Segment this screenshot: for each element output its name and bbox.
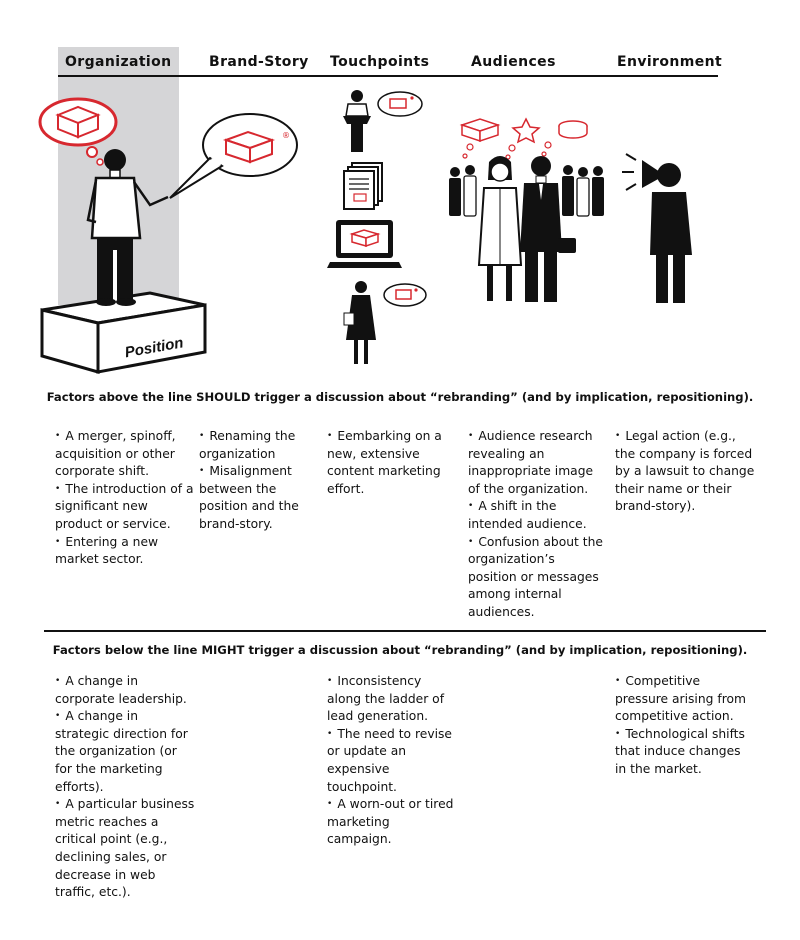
- factor-text: The introduction of a significant new pr…: [55, 481, 194, 531]
- factor-item: •Competitive pressure arising from compe…: [615, 673, 755, 726]
- factor-text: The need to revise or update an expensiv…: [327, 726, 453, 794]
- factor-text: Renaming the organization: [199, 429, 296, 461]
- below-line-statement: Factors below the line MIGHT trigger a d…: [52, 643, 748, 657]
- bullet-icon: •: [327, 431, 333, 441]
- bullet-icon: •: [55, 711, 61, 722]
- header-brand-story: Brand-Story: [209, 54, 309, 70]
- header-environment: Environment: [617, 54, 723, 70]
- above-organization-factors: •A merger, spinoff, acquisition or other…: [55, 428, 195, 569]
- factor-item: •The introduction of a significant new p…: [55, 481, 195, 534]
- bullet-icon: •: [327, 799, 333, 810]
- bullet-icon: •: [55, 431, 61, 441]
- salesperson-icon: [343, 281, 427, 364]
- dividing-line: [44, 630, 766, 632]
- factor-text: A worn-out or tired marketing campaign.: [327, 797, 454, 847]
- thought-bubble-icon: [38, 97, 118, 166]
- speaker-person-icon: [86, 149, 169, 306]
- factor-item: •Renaming the organization: [199, 428, 319, 463]
- bullet-icon: •: [468, 431, 474, 441]
- bullet-icon: •: [55, 483, 61, 494]
- podium-speaker-icon: [343, 90, 423, 152]
- factor-item: •Legal action (e.g., the company is forc…: [615, 428, 755, 516]
- factor-text: Competitive pressure arising from compet…: [615, 674, 746, 724]
- factor-text: A change in corporate leadership.: [55, 674, 187, 706]
- above-environment-factors: •Legal action (e.g., the company is forc…: [615, 428, 755, 516]
- above-brand-story-factors: •Renaming the organization•Misalignment …: [199, 428, 319, 534]
- factor-item: •A worn-out or tired marketing campaign.: [327, 796, 457, 849]
- bullet-icon: •: [55, 799, 61, 810]
- factor-text: A particular business metric reaches a c…: [55, 797, 195, 900]
- factor-item: •A merger, spinoff, acquisition or other…: [55, 428, 195, 481]
- factor-text: Confusion about the organization’s posit…: [468, 534, 603, 619]
- factor-text: A merger, spinoff, acquisition or other …: [55, 429, 176, 479]
- documents-icon: [343, 162, 383, 210]
- bullet-icon: •: [55, 536, 61, 547]
- megaphone-person-icon: [622, 153, 692, 303]
- factor-item: •Inconsistency along the ladder of lead …: [327, 673, 457, 726]
- factor-item: •A change in corporate leadership.: [55, 673, 195, 708]
- factor-item: •Audience research revealing an inapprop…: [468, 428, 603, 498]
- speech-bubble-icon: ®: [169, 113, 298, 199]
- factor-text: Misalignment between the position and th…: [199, 464, 299, 531]
- factor-item: •The need to revise or update an expensi…: [327, 726, 457, 796]
- below-touchpoints-factors: •Inconsistency along the ladder of lead …: [327, 673, 457, 849]
- factor-item: •Confusion about the organization’s posi…: [468, 534, 603, 622]
- bullet-icon: •: [55, 676, 61, 686]
- factor-text: Inconsistency along the ladder of lead g…: [327, 674, 445, 724]
- factor-text: A change in strategic direction for the …: [55, 709, 188, 794]
- bullet-icon: •: [615, 676, 621, 686]
- factor-text: A shift in the intended audience.: [468, 499, 587, 531]
- audience-crowd-icon: [449, 165, 604, 217]
- above-audiences-factors: •Audience research revealing an inapprop…: [468, 428, 603, 622]
- bullet-icon: •: [327, 728, 333, 739]
- laptop-icon: [327, 220, 402, 268]
- factor-item: •Eembarking on a new, extensive content …: [327, 428, 457, 498]
- header-audiences: Audiences: [471, 54, 556, 70]
- audience-thoughts-icon: [459, 117, 588, 160]
- bullet-icon: •: [615, 431, 621, 441]
- factor-text: Technological shifts that induce changes…: [615, 726, 745, 776]
- below-environment-factors: •Competitive pressure arising from compe…: [615, 673, 755, 779]
- bullet-icon: •: [468, 501, 474, 512]
- header-touchpoints: Touchpoints: [330, 54, 430, 70]
- header-rule: [58, 75, 718, 77]
- factor-item: •Entering a new market sector.: [55, 534, 195, 569]
- illustration: Position ®: [38, 90, 692, 374]
- bullet-icon: •: [199, 466, 205, 477]
- above-line-statement: Factors above the line SHOULD trigger a …: [46, 390, 754, 404]
- scientist-person-icon: [477, 156, 523, 301]
- factor-item: •Technological shifts that induce change…: [615, 726, 755, 779]
- header-organization: Organization: [65, 54, 172, 70]
- bullet-icon: •: [615, 728, 621, 739]
- factor-text: Legal action (e.g., the company is force…: [615, 429, 755, 514]
- registered-mark: ®: [282, 131, 290, 140]
- above-touchpoints-factors: •Eembarking on a new, extensive content …: [327, 428, 457, 498]
- factor-text: Eembarking on a new, extensive content m…: [327, 429, 442, 496]
- bullet-icon: •: [199, 431, 205, 441]
- below-organization-factors: •A change in corporate leadership.•A cha…: [55, 673, 195, 902]
- factor-item: •Misalignment between the position and t…: [199, 463, 319, 533]
- bullet-icon: •: [327, 676, 333, 686]
- factor-text: Entering a new market sector.: [55, 534, 159, 567]
- factor-item: •A change in strategic direction for the…: [55, 708, 195, 796]
- factor-item: •A shift in the intended audience.: [468, 498, 603, 533]
- factor-text: Audience research revealing an inappropr…: [468, 429, 594, 496]
- bullet-icon: •: [468, 536, 474, 547]
- factor-item: •A particular business metric reaches a …: [55, 796, 195, 902]
- businessman-person-icon: [520, 156, 576, 302]
